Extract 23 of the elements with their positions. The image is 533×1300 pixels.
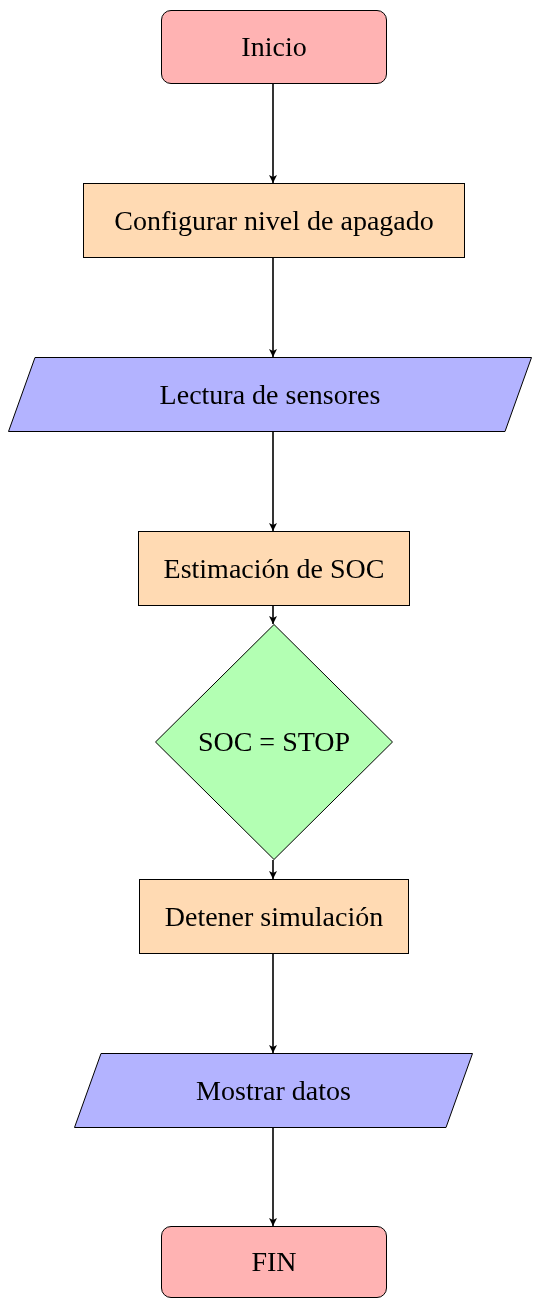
node-label: SOC = STOP bbox=[197, 726, 351, 758]
node-label: Configurar nivel de apagado bbox=[114, 204, 434, 237]
arrow bbox=[269, 431, 277, 532]
decision-diamond bbox=[155, 624, 393, 860]
node-label: Estimación de SOC bbox=[163, 552, 385, 585]
node-label: Lectura de sensores bbox=[159, 378, 381, 411]
arrow bbox=[269, 953, 277, 1054]
node-label: Mostrar datos bbox=[196, 1074, 351, 1107]
node-label: FIN bbox=[251, 1246, 297, 1278]
arrow bbox=[269, 83, 277, 184]
arrow bbox=[269, 859, 277, 880]
terminal-box bbox=[161, 1226, 387, 1298]
process-box bbox=[138, 531, 410, 606]
arrow bbox=[269, 1127, 277, 1227]
process-box bbox=[139, 879, 409, 954]
node-label: Detener simulación bbox=[164, 900, 384, 933]
arrow bbox=[269, 257, 277, 358]
terminal-box bbox=[161, 10, 387, 84]
input-output-parallelogram bbox=[74, 1053, 473, 1128]
process-box bbox=[83, 183, 465, 258]
input-output-parallelogram bbox=[8, 357, 532, 432]
arrow bbox=[269, 605, 277, 625]
node-label: Inicio bbox=[241, 31, 307, 63]
